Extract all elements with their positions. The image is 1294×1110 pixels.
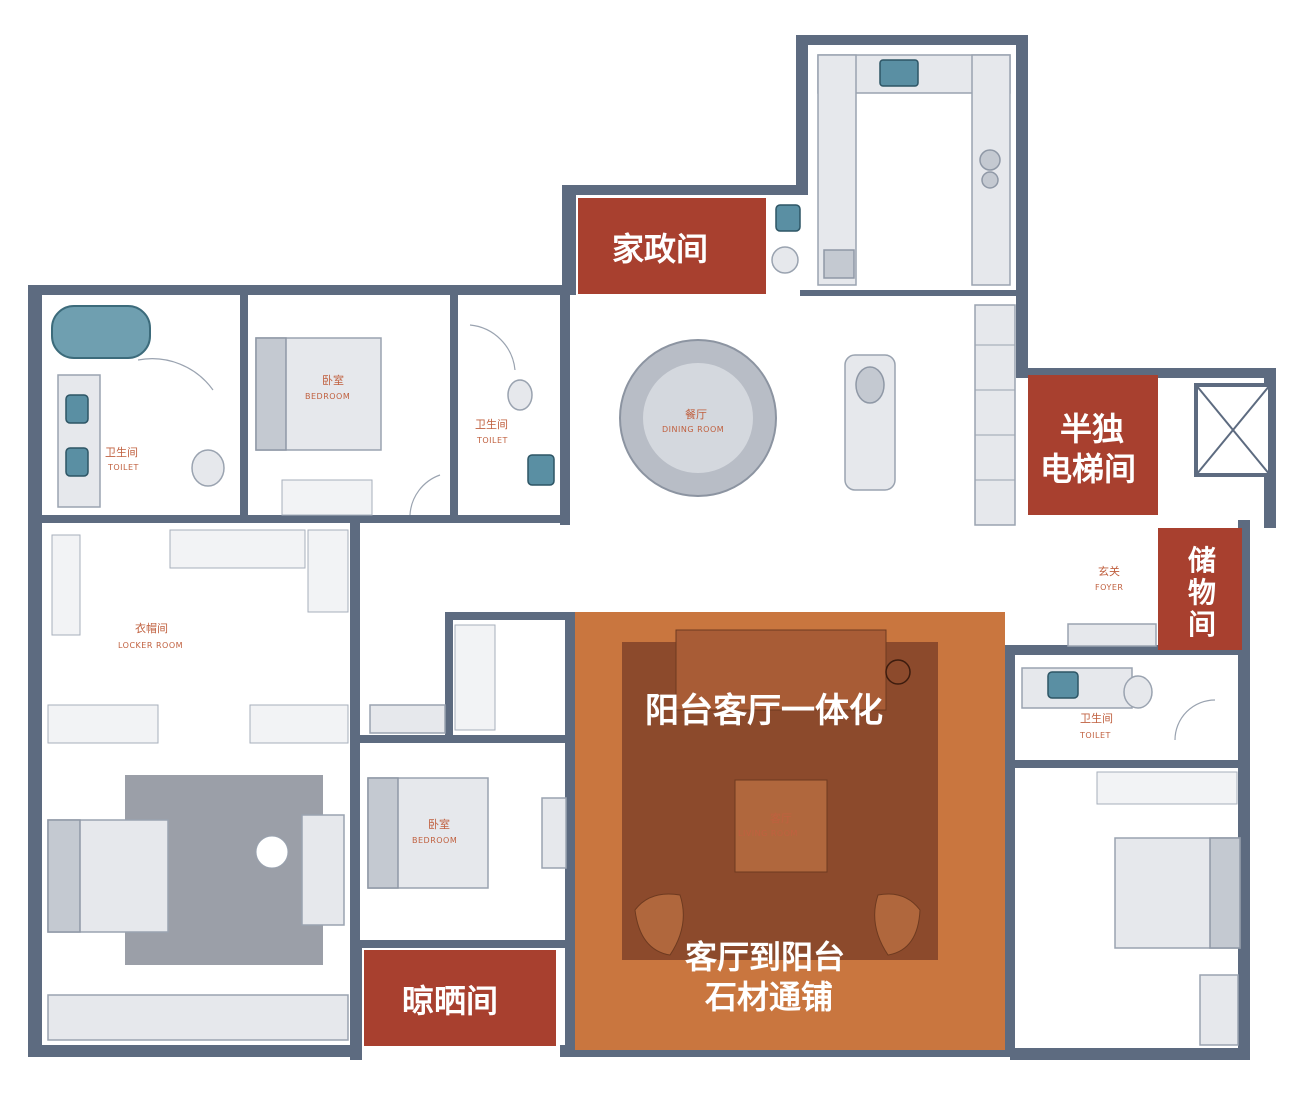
toilet-master-label-en: TOILET bbox=[107, 463, 139, 472]
toilet-right-label-cn: 卫生间 bbox=[1080, 711, 1113, 725]
bedroom-mid-label-en: BEDROOM bbox=[412, 836, 457, 845]
sink-icon bbox=[65, 394, 89, 424]
locker-room: 衣帽间 LOCKER ROOM bbox=[47, 529, 349, 744]
toilet-mid-label-en: TOILET bbox=[476, 436, 508, 445]
stone-paving-line2: 石材通铺 bbox=[704, 978, 833, 1016]
toilet-master-label-cn: 卫生间 bbox=[105, 445, 138, 459]
dining-label-cn: 餐厅 bbox=[685, 407, 707, 421]
stove-burner-icon bbox=[979, 149, 1001, 171]
elevator-label-line2: 电梯间 bbox=[1040, 450, 1136, 488]
toilet-icon bbox=[191, 449, 225, 487]
sink-icon bbox=[1047, 671, 1079, 699]
dining-label-en: DINING ROOM bbox=[662, 425, 724, 434]
outer-walls bbox=[28, 35, 1276, 1060]
domestic-room: 家政间 bbox=[578, 198, 801, 294]
sink-icon bbox=[65, 447, 89, 477]
bed-headboard bbox=[47, 819, 81, 933]
storage-room-fill bbox=[1158, 528, 1242, 650]
mid-toilet: 卫生间 TOILET bbox=[469, 324, 555, 486]
storage-room: 储 物 间 bbox=[1158, 528, 1242, 650]
drying-room-fill bbox=[364, 950, 556, 1046]
dining-cabinets bbox=[974, 304, 1016, 526]
elevator-hall-fill bbox=[1028, 375, 1158, 515]
storage-label-line3: 间 bbox=[1188, 608, 1216, 641]
stone-paving-line1: 客厅到阳台 bbox=[685, 938, 845, 976]
elevator-hall: 半独 电梯间 bbox=[1028, 375, 1158, 515]
bedroom-top-label-cn: 卧室 bbox=[322, 373, 344, 387]
washer-icon bbox=[771, 246, 799, 274]
master-bedroom bbox=[47, 775, 349, 1041]
locker-label-cn: 衣帽间 bbox=[135, 621, 168, 635]
locker-label-en: LOCKER ROOM bbox=[118, 641, 183, 650]
foyer-area: 玄关 FOYER bbox=[1067, 564, 1157, 647]
storage-label-line2: 物 bbox=[1188, 576, 1216, 609]
toilet-icon bbox=[1123, 675, 1153, 709]
domestic-room-label: 家政间 bbox=[612, 230, 708, 268]
right-toilet: 卫生间 TOILET bbox=[1021, 667, 1216, 741]
bed-headboard bbox=[1209, 837, 1241, 949]
drying-room: 晾晒间 bbox=[364, 950, 556, 1046]
storage-label-line1: 储 bbox=[1188, 544, 1216, 577]
living-label-cn: 客厅 bbox=[770, 811, 792, 825]
bathtub-icon bbox=[51, 305, 151, 359]
bedroom-top: 卧室 BEDROOM bbox=[255, 337, 441, 516]
sink-icon bbox=[775, 204, 801, 232]
domestic-room-fill bbox=[578, 198, 766, 294]
right-bedroom bbox=[1096, 771, 1241, 1046]
bedroom-mid-label-cn: 卧室 bbox=[428, 817, 450, 831]
bedroom-top-label-en: BEDROOM bbox=[305, 392, 350, 401]
elevator-label-line1: 半独 bbox=[1060, 410, 1124, 448]
toilet-mid-label-cn: 卫生间 bbox=[475, 417, 508, 431]
toilet-icon bbox=[507, 379, 533, 411]
bed-headboard bbox=[255, 337, 287, 451]
sink-icon bbox=[527, 454, 555, 486]
inner-walls bbox=[40, 290, 1245, 1055]
master-toilet: 卫生间 TOILET bbox=[51, 305, 225, 508]
foyer-label-cn: 玄关 bbox=[1098, 564, 1120, 578]
bedroom-mid: 卧室 BEDROOM bbox=[367, 624, 567, 889]
living-room: 客厅 LIVING ROOM 阳台客厅一体化 客厅到阳台 石材通铺 bbox=[575, 612, 1005, 1050]
foyer-label-en: FOYER bbox=[1095, 583, 1123, 592]
fridge-icon bbox=[823, 249, 855, 279]
dining-room: 餐厅 DINING ROOM bbox=[619, 339, 896, 497]
living-label-en: LIVING ROOM bbox=[738, 829, 798, 838]
drying-room-label: 晾晒间 bbox=[402, 982, 498, 1020]
kitchen bbox=[817, 54, 1011, 286]
kitchen-sink-icon bbox=[879, 59, 919, 87]
elevator-shaft bbox=[1194, 383, 1272, 477]
bed-headboard bbox=[367, 777, 399, 889]
toilet-right-label-en: TOILET bbox=[1079, 731, 1111, 740]
balcony-integration-label: 阳台客厅一体化 bbox=[645, 691, 883, 731]
